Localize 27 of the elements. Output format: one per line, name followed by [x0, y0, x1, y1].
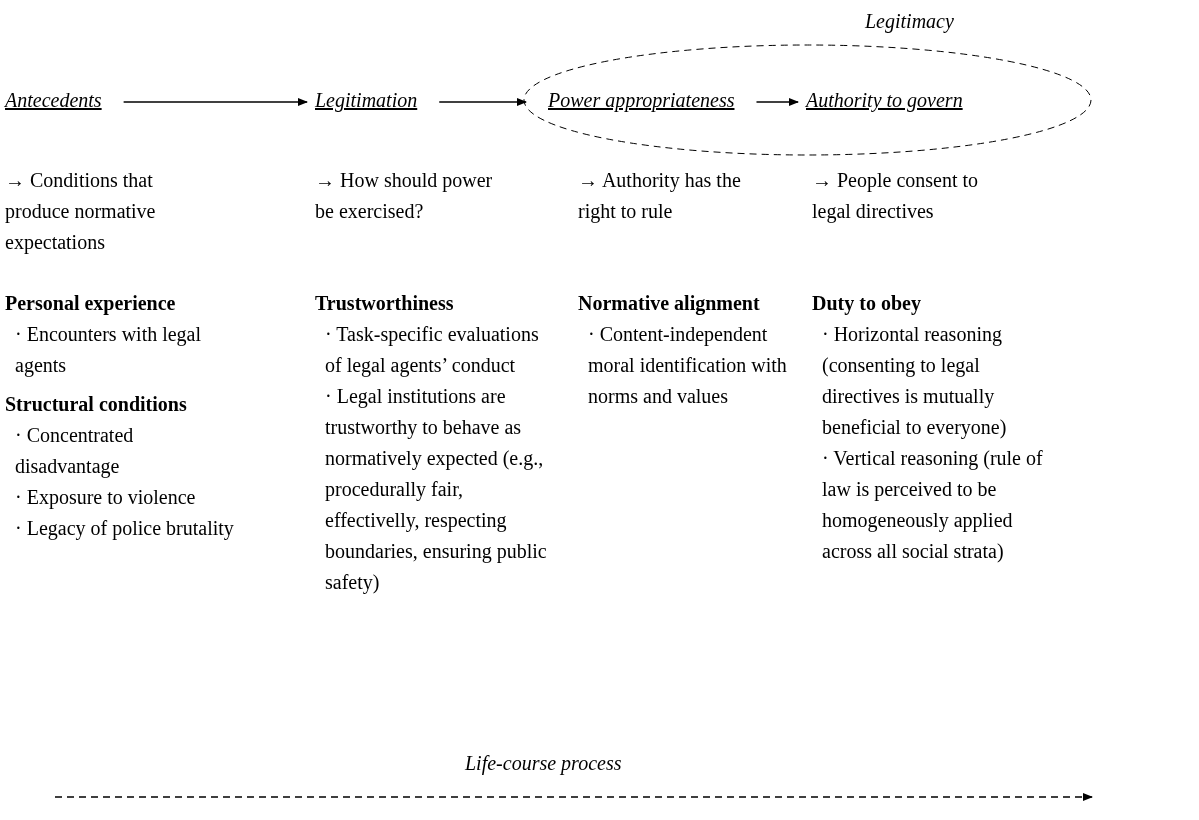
bullet-item: · Exposure to violence [14, 485, 197, 511]
arrow [122, 98, 308, 106]
arrow [438, 98, 527, 106]
description: → Authority has the right to rule [578, 168, 742, 225]
bullet-item: · Legacy of police brutality [14, 516, 235, 542]
bullet-item: · Task-specific evaluations of legal agents’ conduct [324, 322, 540, 379]
description: → People consent to legal directives [812, 168, 980, 225]
section-heading: Normative alignment [578, 291, 761, 317]
stage-title: Power appropriateness [548, 88, 735, 112]
bullet-item: · Content-independent moral identification with norms and values [587, 322, 788, 409]
section-heading: Personal experience [5, 291, 177, 317]
stage-title: Legitimation [315, 88, 418, 112]
stage-title: Authority to govern [806, 88, 963, 112]
bullet-item: · Encounters with legal agents [14, 322, 203, 379]
arrow [755, 98, 799, 106]
bullet-item: · Horizontal reasoning (consenting to legal directives is mutually beneficial to everyone) [821, 322, 1008, 441]
bullet-item: · Vertical reasoning (rule of law is perceived to be homogeneously applied across all social strata) [821, 446, 1044, 564]
stage-title: Antecedents [5, 88, 102, 112]
section-heading: Structural conditions [5, 392, 188, 417]
description: → Conditions that produce normative expectations [5, 168, 157, 256]
section-heading: Trustworthiness [315, 291, 455, 316]
section-heading: Duty to obey [812, 291, 922, 317]
group-title: Legitimacy [865, 10, 954, 33]
description: → How should power be exercised? [315, 168, 494, 224]
bullet-item: · Concentrated disadvantage [14, 423, 135, 480]
bullet-item: · Legal institutions are trustworthy to behave as normatively expected (e.g., procedurally fair, effectivelly, respecting boundaries, ensuring public safety) [324, 384, 548, 596]
process-label: Life-course process [465, 752, 622, 775]
